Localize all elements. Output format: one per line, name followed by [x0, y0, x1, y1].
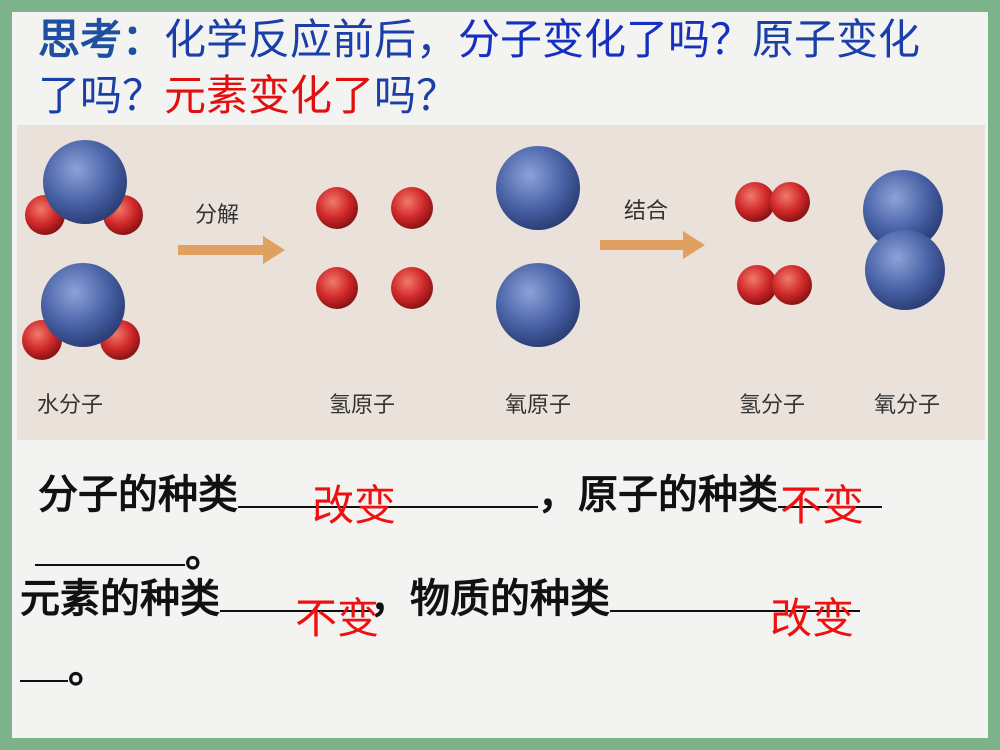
label-oxygen-molecule: 氧分子	[874, 393, 941, 418]
o-atom-oxygen-sphere	[496, 263, 580, 347]
label-oxygen-atom: 氧原子	[505, 393, 572, 418]
h2-atom-hydrogen-sphere	[735, 182, 775, 222]
o-atom-oxygen-sphere	[496, 146, 580, 230]
answer-1: 改变	[312, 481, 397, 530]
blank-1[interactable]	[238, 472, 538, 508]
title-part5: 吗？	[374, 71, 459, 120]
title-part2: 分子变化了吗？	[458, 15, 753, 64]
molecule-diagram: 水分子 分解 氢原子 氧原子 结合 氢分子 氧分子	[17, 125, 985, 440]
h-atom-hydrogen-sphere	[316, 267, 358, 309]
period-2: 。	[68, 646, 108, 692]
o2-atom-oxygen-sphere	[863, 170, 943, 250]
q-element-type: 元素的种类	[20, 576, 220, 622]
title-part4: 元素变化了	[164, 71, 375, 120]
question-line-1: 分子的种类 ，原子的种类	[38, 462, 882, 520]
answer-4: 改变	[770, 594, 855, 643]
h-atom-hydrogen-sphere	[391, 267, 433, 309]
answer-2: 不变	[780, 481, 865, 530]
blank-4[interactable]	[610, 576, 860, 612]
period-1: 。	[185, 530, 225, 576]
h2-atom-hydrogen-sphere	[770, 182, 810, 222]
water-2-o-oxygen-sphere	[41, 263, 125, 347]
question-line-3: 元素的种类 ，物质的种类	[20, 566, 860, 624]
blank-2[interactable]	[778, 472, 882, 508]
title-lead: 思考：	[38, 15, 165, 64]
h2-atom-hydrogen-sphere	[772, 265, 812, 305]
h-atom-hydrogen-sphere	[391, 187, 433, 229]
q-substance-type: ，物质的种类	[370, 576, 610, 622]
o2-atom-oxygen-sphere	[865, 230, 945, 310]
label-hydrogen-molecule: 氢分子	[739, 393, 806, 418]
molecule-diagram-svg	[22, 140, 945, 360]
label-decompose: 分解	[195, 203, 240, 228]
label-water-molecule: 水分子	[37, 393, 104, 418]
q-atom-type: ，原子的种类	[538, 472, 778, 518]
h-atom-hydrogen-sphere	[316, 187, 358, 229]
h2-atom-hydrogen-sphere	[737, 265, 777, 305]
combine-arrow-icon	[600, 231, 705, 259]
label-combine: 结合	[624, 199, 669, 224]
title-part3: 原子变化了吗？	[38, 15, 921, 120]
water-1-o-oxygen-sphere	[43, 140, 127, 224]
blank-3[interactable]	[220, 576, 370, 612]
answer-3: 不变	[295, 594, 380, 643]
blank-2-cont[interactable]	[35, 530, 185, 566]
decompose-arrow-icon	[178, 236, 285, 264]
title-part1: 化学反应前后，	[164, 15, 459, 64]
question-line-2: 。	[35, 520, 225, 578]
q-molecule-type: 分子的种类	[38, 472, 238, 518]
label-hydrogen-atom: 氢原子	[329, 393, 396, 418]
blank-4-cont[interactable]	[20, 646, 68, 682]
slide-title: 思考：化学反应前后，分子变化了吗？原子变化了吗？元素变化了吗？	[38, 12, 958, 124]
question-line-4: 。	[20, 636, 108, 694]
